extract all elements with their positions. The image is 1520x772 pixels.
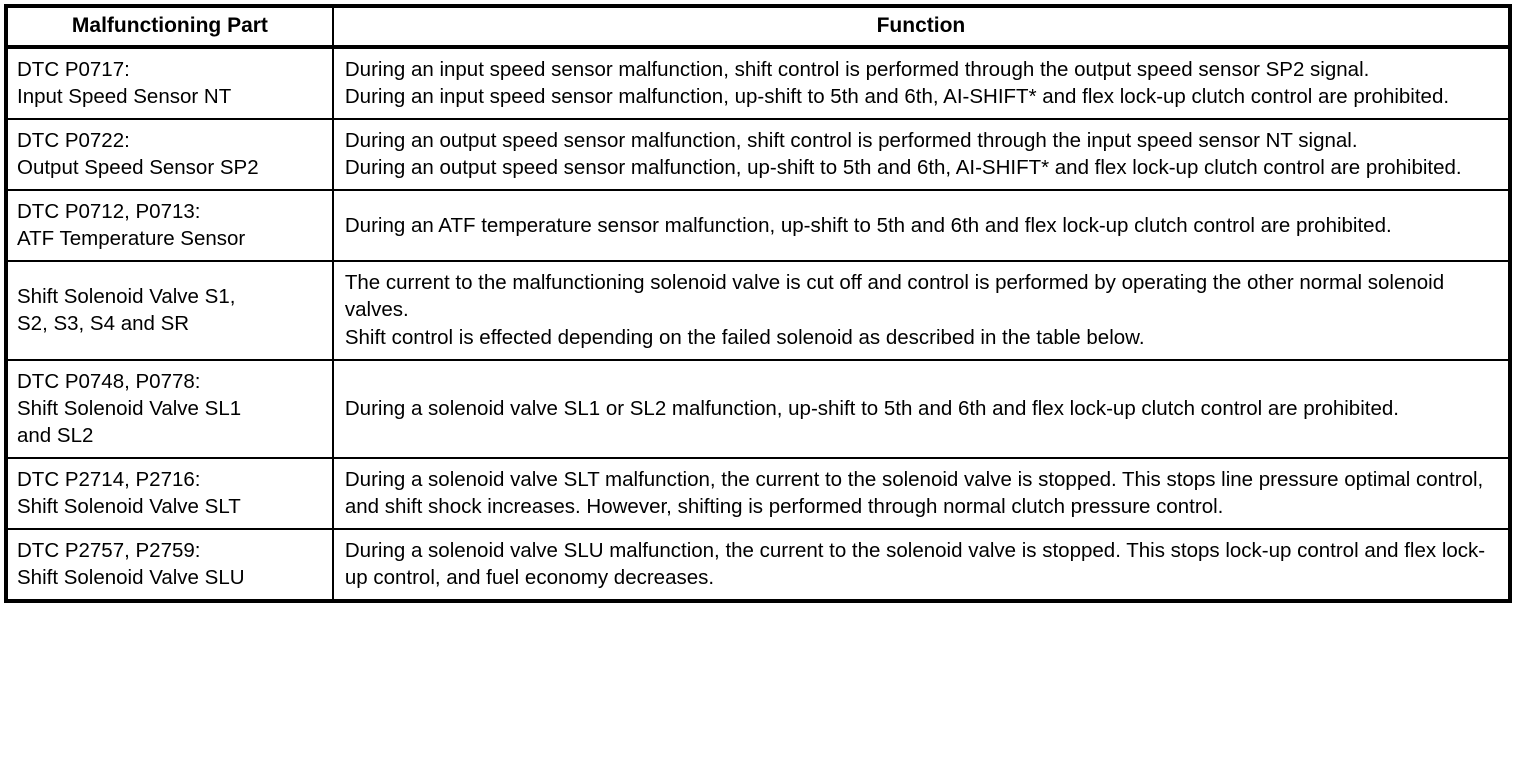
cell-function: During a solenoid valve SL1 or SL2 malfu… [332,358,1510,458]
malfunction-function-table: Malfunctioning Part Function DTC P0717: … [4,4,1512,603]
table-body: DTC P0717: Input Speed Sensor NT During … [6,47,1510,601]
cell-function: During a solenoid valve SLT malfunction,… [332,456,1510,529]
header-row: Malfunctioning Part Function [6,6,1510,50]
table-row: DTC P0717: Input Speed Sensor NT During … [6,47,1510,120]
cell-function: During an ATF temperature sensor malfunc… [332,189,1510,262]
column-header-function: Function [332,6,1510,50]
table-row: DTC P0748, P0778: Shift Solenoid Valve S… [6,358,1510,458]
cell-malfunctioning-part: DTC P0748, P0778: Shift Solenoid Valve S… [6,358,334,458]
cell-malfunctioning-part: DTC P0717: Input Speed Sensor NT [6,47,334,120]
table-row: Shift Solenoid Valve S1, S2, S3, S4 and … [6,260,1510,360]
cell-malfunctioning-part: DTC P2757, P2759: Shift Solenoid Valve S… [6,527,334,601]
table-row: DTC P2714, P2716: Shift Solenoid Valve S… [6,456,1510,529]
cell-malfunctioning-part: DTC P0722: Output Speed Sensor SP2 [6,118,334,191]
table-row: DTC P0712, P0713: ATF Temperature Sensor… [6,189,1510,262]
cell-malfunctioning-part: Shift Solenoid Valve S1, S2, S3, S4 and … [6,260,334,360]
cell-function: During an output speed sensor malfunctio… [332,118,1510,191]
table-row: DTC P0722: Output Speed Sensor SP2 Durin… [6,118,1510,191]
cell-function: During a solenoid valve SLU malfunction,… [332,527,1510,601]
table-row: DTC P2757, P2759: Shift Solenoid Valve S… [6,527,1510,601]
column-header-malfunctioning-part: Malfunctioning Part [6,6,334,50]
cell-malfunctioning-part: DTC P0712, P0713: ATF Temperature Sensor [6,189,334,262]
table-header: Malfunctioning Part Function [6,6,1510,50]
cell-malfunctioning-part: DTC P2714, P2716: Shift Solenoid Valve S… [6,456,334,529]
cell-function: During an input speed sensor malfunction… [344,58,1450,109]
cell-function: The current to the malfunctioning soleno… [332,260,1510,360]
